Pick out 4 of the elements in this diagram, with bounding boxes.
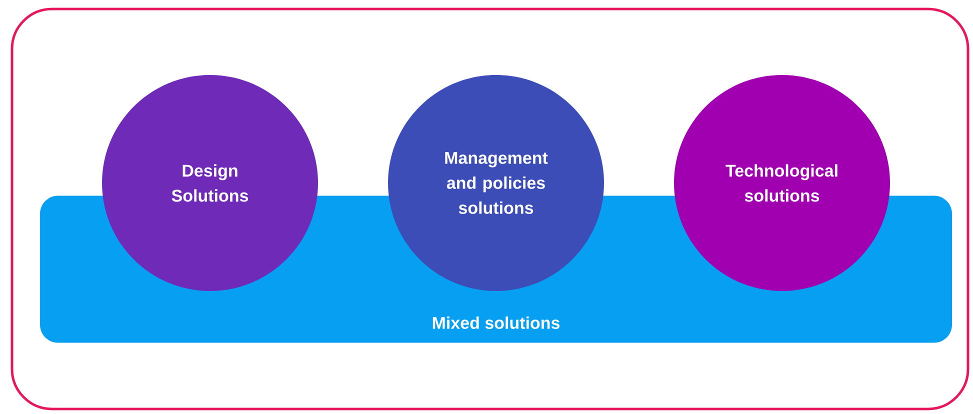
circle-node: Technological solutions bbox=[674, 75, 890, 291]
circle-node: Management and policies solutions bbox=[388, 75, 604, 291]
circle-node: Design Solutions bbox=[102, 75, 318, 291]
frame-box bbox=[10, 8, 970, 410]
